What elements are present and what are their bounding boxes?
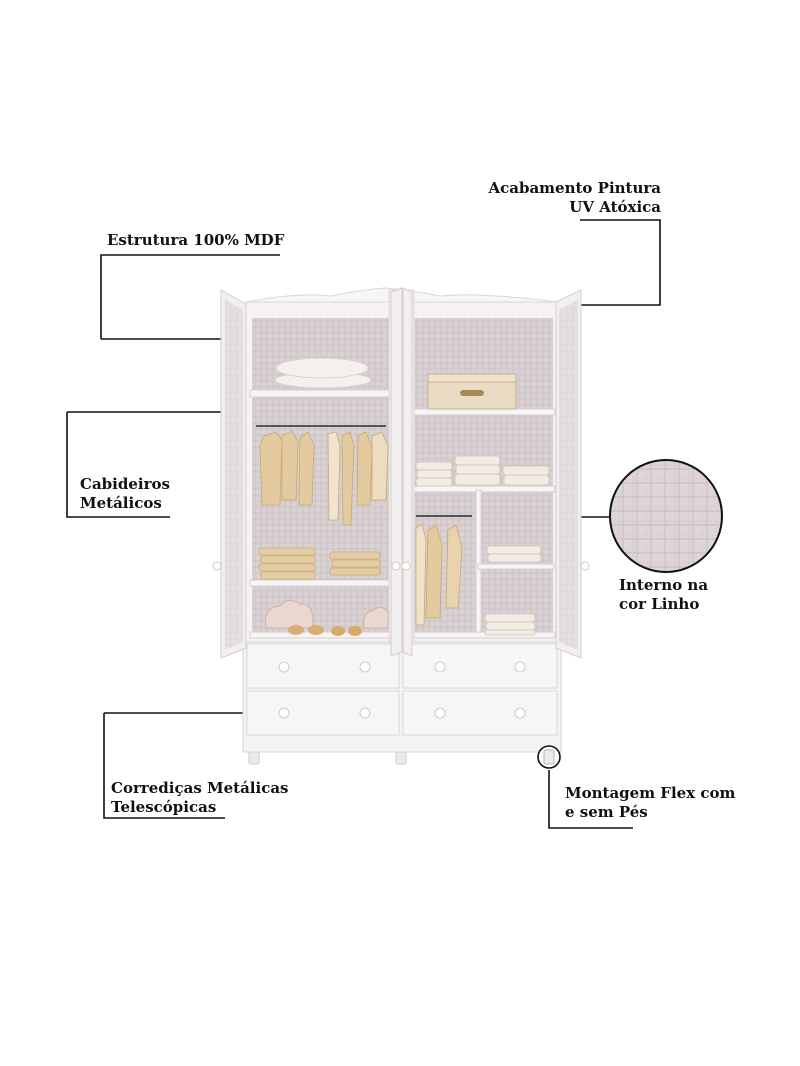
door-knobs xyxy=(212,561,590,571)
drawers xyxy=(246,643,558,736)
label-finish: Acabamento Pintura UV Atóxica xyxy=(488,179,661,216)
linen-texture-swatch xyxy=(609,459,723,573)
label-structure: Estrutura 100% MDF xyxy=(107,231,285,249)
right-hanging-clothes xyxy=(415,523,463,626)
foot-detail-marker xyxy=(537,745,561,769)
label-feet: Montagem Flex com e sem Pés xyxy=(565,784,736,821)
left-folded-clothes xyxy=(258,547,381,580)
label-interior: Interno na cor Linho xyxy=(619,576,709,613)
right-folded-towels xyxy=(415,455,550,636)
label-hangers: Cabideiros Metálicos xyxy=(80,475,170,512)
storage-box xyxy=(427,373,517,410)
label-slides: Corrediças Metálicas Telescópicas xyxy=(111,779,289,816)
left-hanging-clothes xyxy=(259,430,389,526)
toys-and-shoes xyxy=(264,600,389,636)
pillows xyxy=(274,357,372,389)
drawer-knobs xyxy=(278,661,526,719)
